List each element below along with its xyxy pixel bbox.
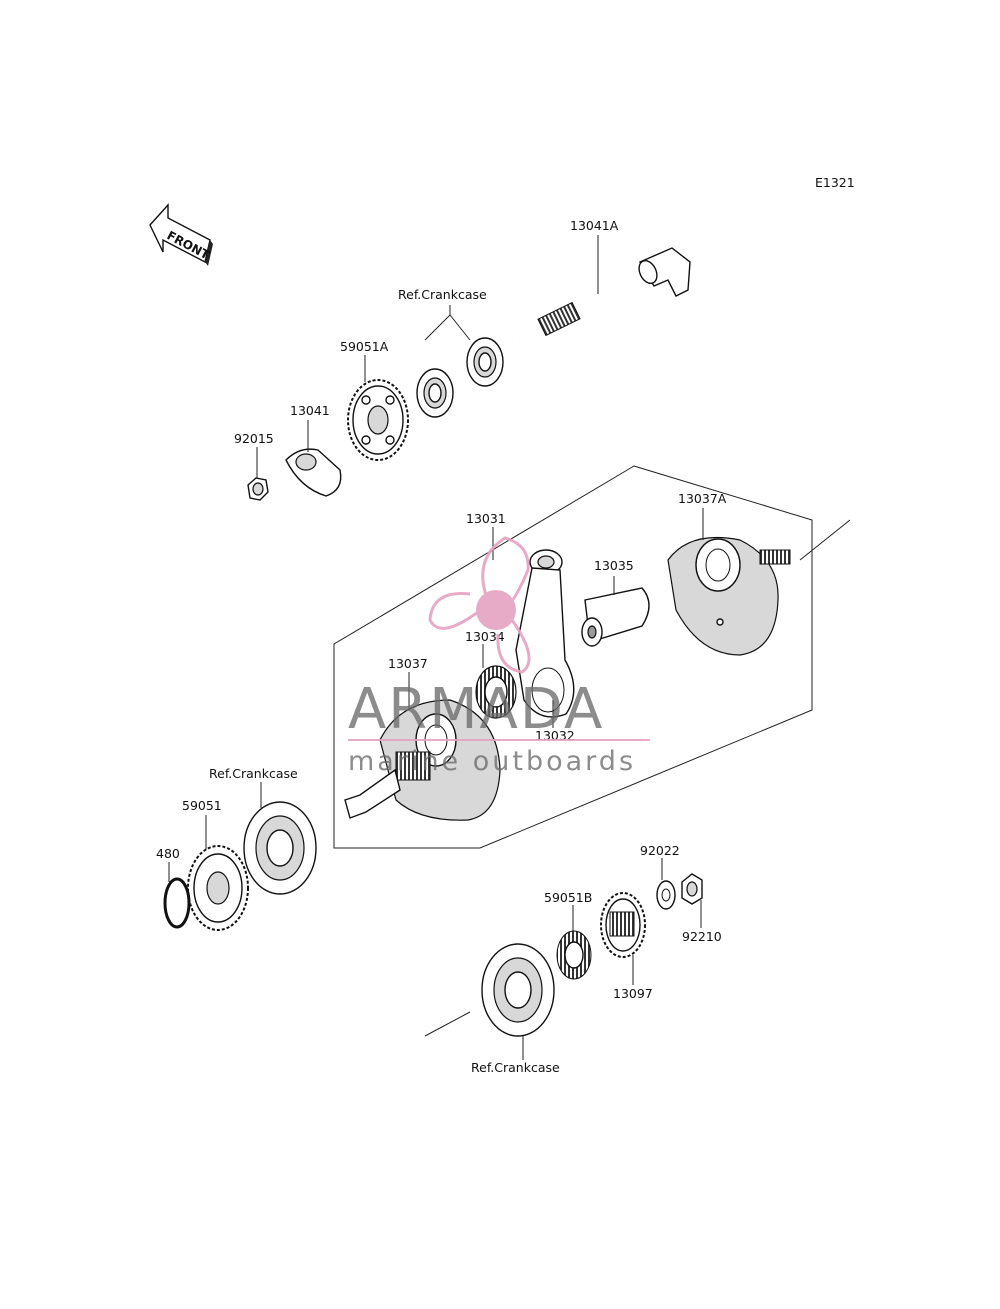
bearing-top-right [466, 337, 504, 387]
gear-59051b [556, 930, 592, 980]
label-92015: 92015 [234, 431, 274, 446]
label-13037a: 13037A [678, 491, 727, 506]
label-13037: 13037 [388, 656, 428, 671]
circlip-480 [163, 877, 191, 929]
label-13035: 13035 [594, 558, 634, 573]
watermark-brand: ARMADA [348, 677, 604, 742]
label-13041: 13041 [290, 403, 330, 418]
needle-bearing-13034 [475, 665, 517, 719]
gear-59051 [187, 845, 249, 931]
label-13097: 13097 [613, 986, 653, 1001]
label-13034: 13034 [465, 629, 505, 644]
crankshaft-assembly-box [333, 465, 813, 849]
axis-line-right [799, 519, 851, 561]
label-ref-crankcase-bottom: Ref.Crankcase [471, 1060, 560, 1075]
axis-line-bottom [424, 1011, 471, 1037]
label-13041a: 13041A [570, 218, 619, 233]
label-ref-crankcase-top: Ref.Crankcase [398, 287, 487, 302]
balancer-shaft-13041a [517, 247, 691, 347]
label-ref-crankcase-left: Ref.Crankcase [209, 766, 298, 781]
balancer-weight-13041 [285, 448, 342, 497]
label-92022: 92022 [640, 843, 680, 858]
label-59051: 59051 [182, 798, 222, 813]
front-arrow-icon: FRONT [149, 203, 213, 266]
watermark-tagline: marine outboards [348, 746, 636, 777]
armada-logo-watermark: ARMADA marine outboards [348, 536, 650, 777]
label-59051b: 59051B [544, 890, 592, 905]
gear-59051a [347, 379, 409, 461]
label-59051a: 59051A [340, 339, 389, 354]
label-92210: 92210 [682, 929, 722, 944]
leader-ref-top-left [424, 314, 451, 341]
label-480: 480 [156, 846, 180, 861]
bearing-top-left [416, 368, 454, 418]
crank-pin-13035 [581, 587, 650, 647]
washer-92022 [656, 880, 676, 910]
nut-92015 [247, 477, 269, 501]
gear-13097 [600, 892, 646, 958]
nut-92210 [681, 873, 703, 905]
crank-web-13037a [667, 536, 791, 656]
leader-ref-top-right [449, 314, 471, 341]
diagram-code: E1321 [815, 175, 855, 190]
connecting-rod-13032 [515, 549, 575, 718]
label-13031: 13031 [466, 511, 506, 526]
bearing-left [243, 801, 317, 895]
bearing-bottom [481, 943, 555, 1037]
